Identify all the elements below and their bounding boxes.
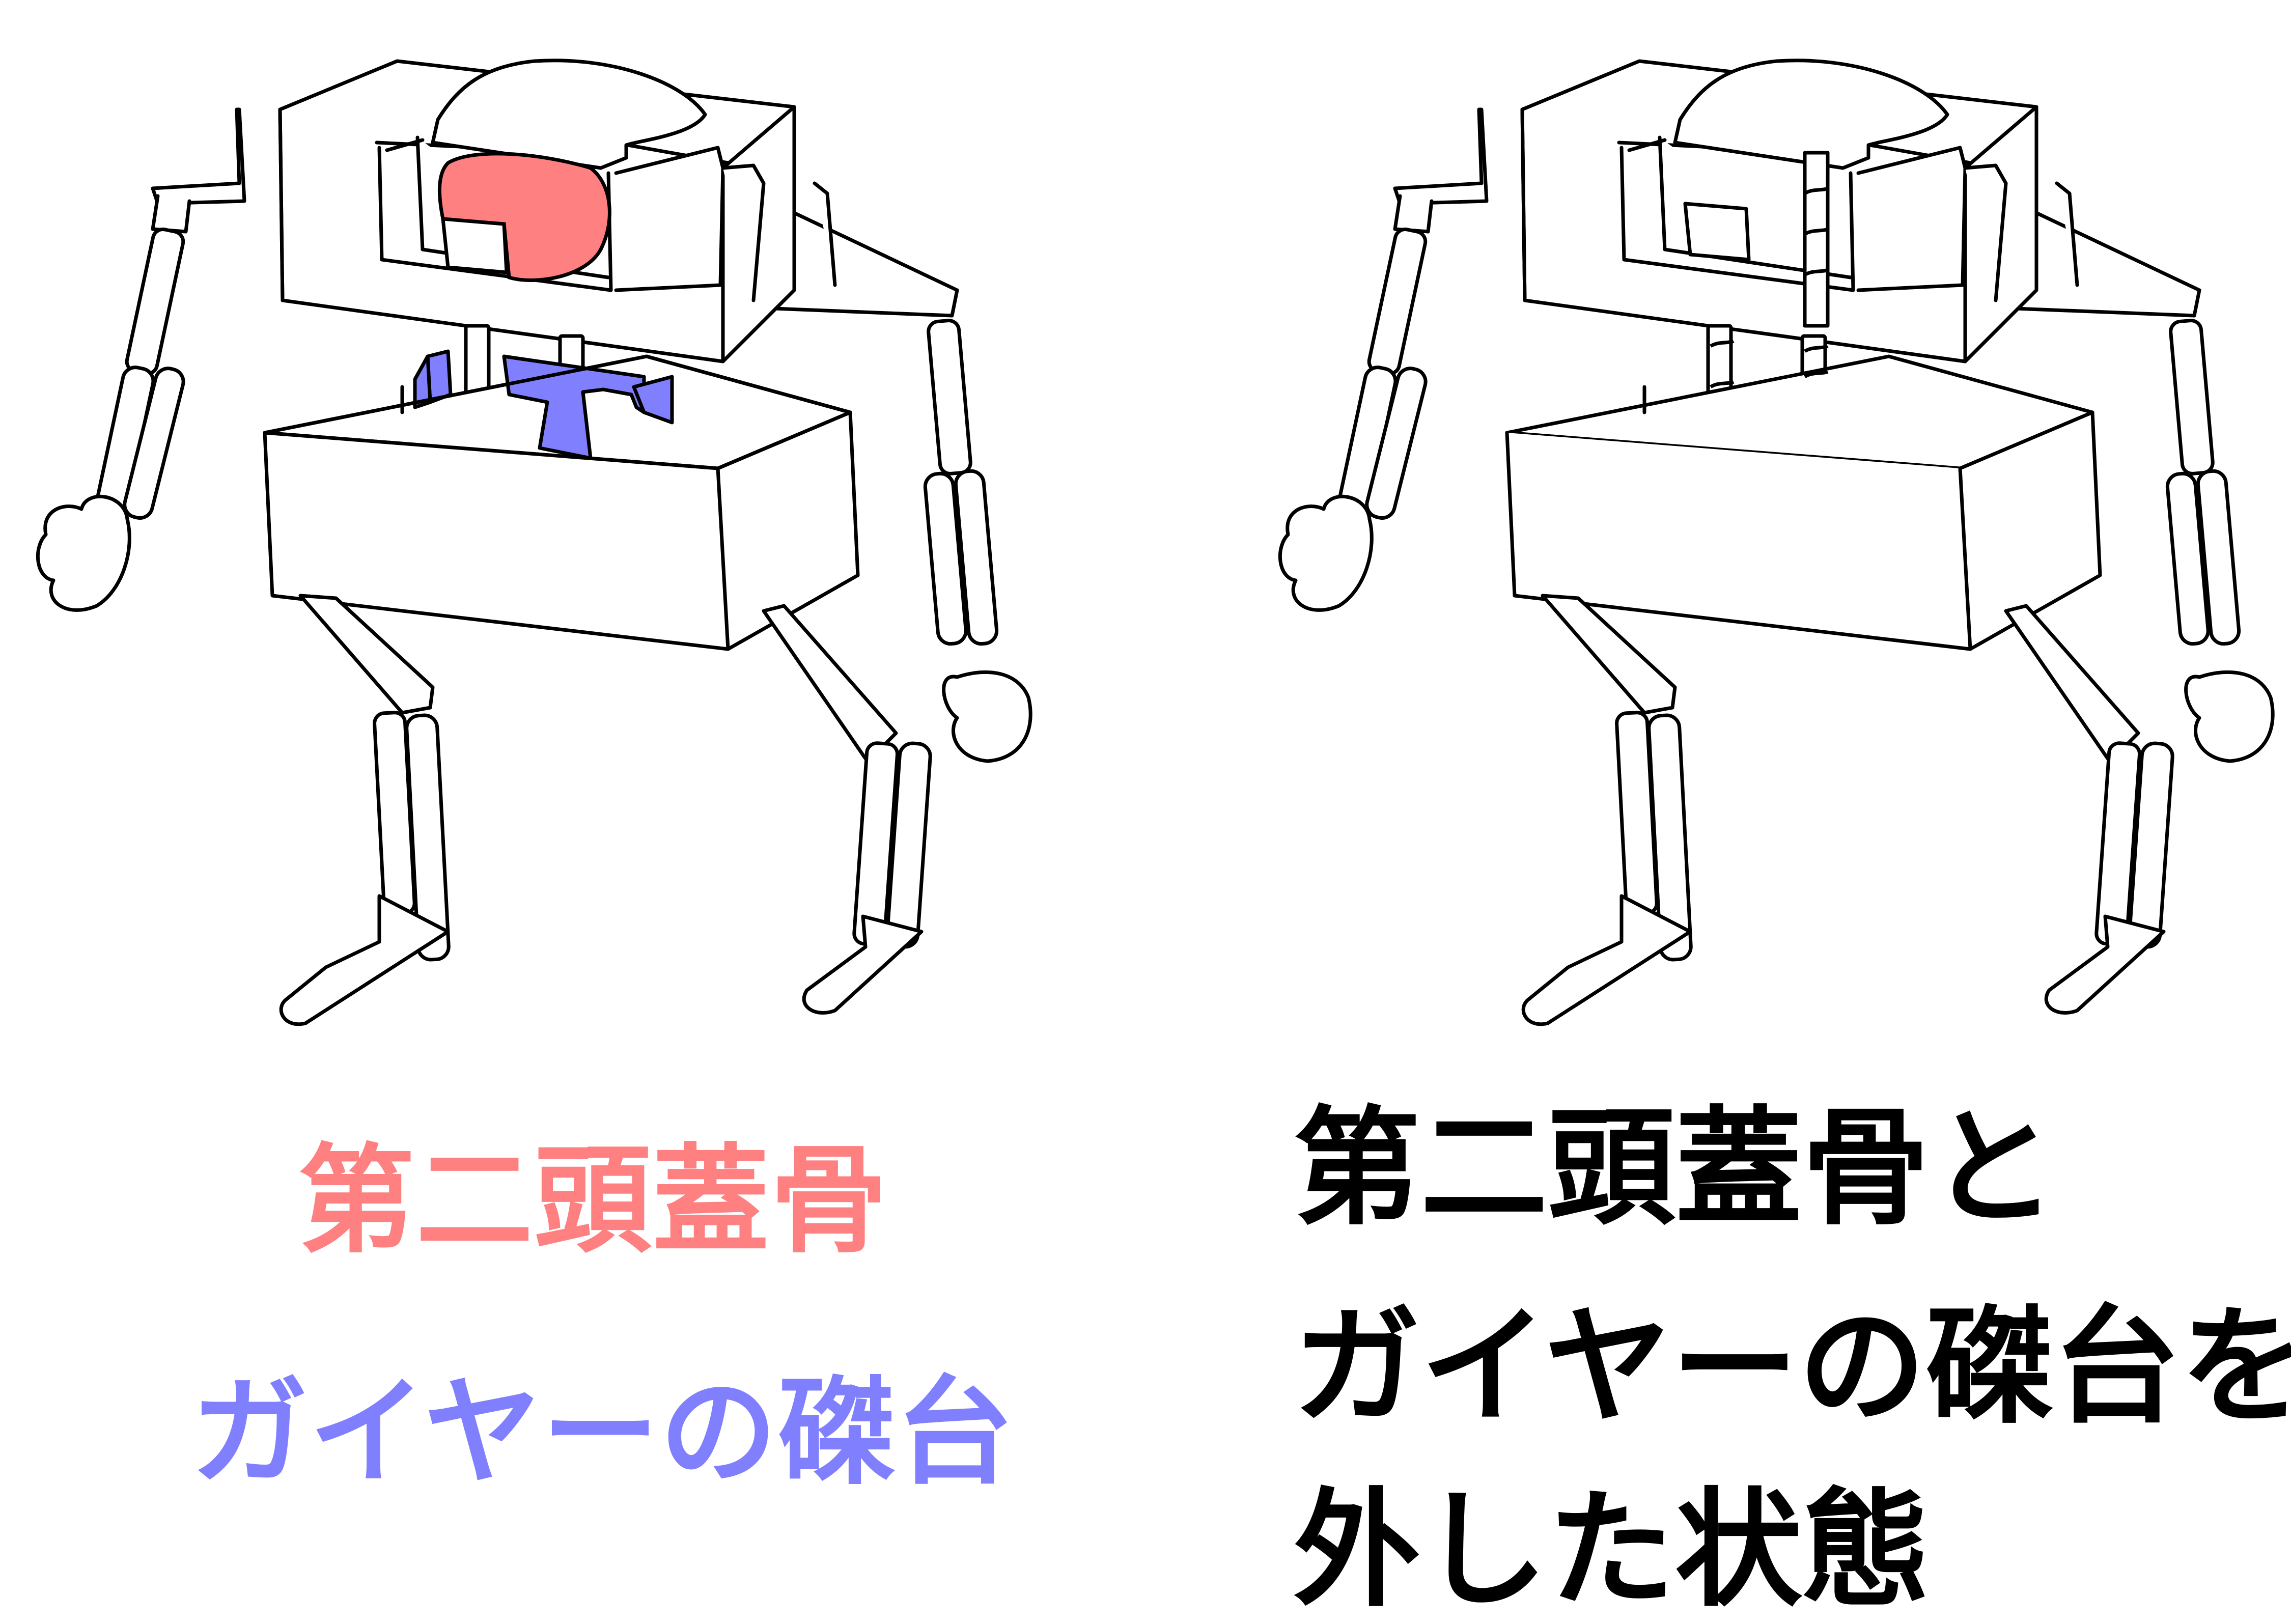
caption-line-3: 外した状態 xyxy=(1293,1476,1930,1624)
caption-line-2: ガイヤーの磔台を xyxy=(1293,1293,2291,1441)
second-skull-label: 第二頭蓋骨 xyxy=(298,1133,889,1269)
robot-right xyxy=(1280,61,2273,1024)
caption-line-1: 第二頭蓋骨と xyxy=(1293,1094,2057,1242)
gaia-crucifix-part xyxy=(413,349,674,460)
second-skull-part xyxy=(438,152,611,282)
robot-left xyxy=(38,61,1030,1024)
gaia-crucifix-label: ガイヤーの磔台 xyxy=(191,1365,1015,1501)
